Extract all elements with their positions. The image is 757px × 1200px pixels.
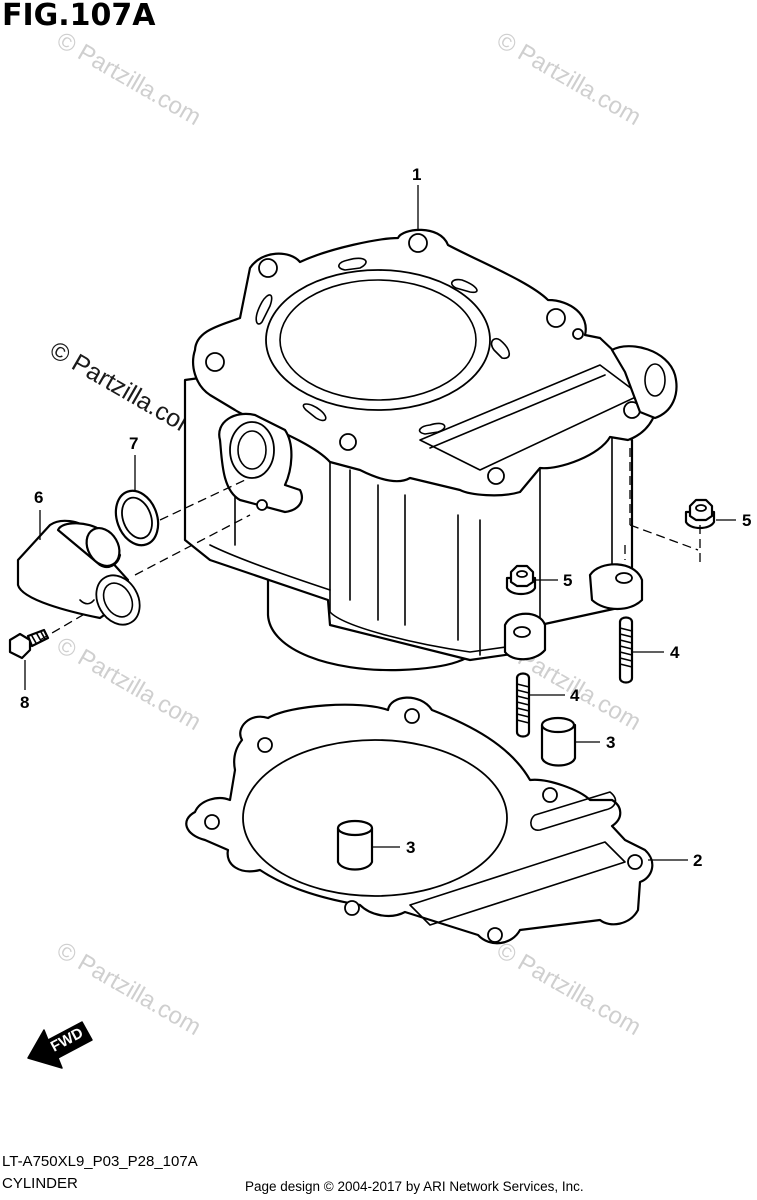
water-inlet-port xyxy=(229,421,275,479)
flange-nut-lower xyxy=(505,564,537,596)
callout-8: 8 xyxy=(20,693,29,712)
watermark-2: © Partzilla.com xyxy=(492,27,646,131)
watermark-1: © Partzilla.com xyxy=(52,27,206,131)
cylinder-base-gasket xyxy=(185,696,654,945)
callout-6: 6 xyxy=(34,488,43,507)
callout-3-upper: 3 xyxy=(606,733,615,752)
figure-subtitle: CYLINDER xyxy=(2,1175,78,1192)
pipe-bolt xyxy=(8,628,50,660)
callout-7: 7 xyxy=(129,434,138,453)
page-credit: Page design © 2004-2017 by ARI Network S… xyxy=(245,1179,584,1194)
fwd-arrow-icon: FWD xyxy=(27,1021,93,1069)
model-code: LT-A750XL9_P03_P28_107A xyxy=(2,1153,198,1170)
water-inlet-pipe xyxy=(16,519,141,626)
rear-outlet-stub xyxy=(610,345,678,420)
base-flange-tab-right xyxy=(588,563,644,611)
stud-left xyxy=(515,672,531,738)
watermark-dark: © Partzilla.com xyxy=(45,336,205,444)
leader-lines xyxy=(24,185,736,861)
callout-group: 1 2 3 3 4 4 5 5 6 7 8 xyxy=(20,165,751,870)
o-ring xyxy=(114,489,160,547)
flange-nut-upper xyxy=(684,498,716,530)
watermark-4: © Partzilla.com xyxy=(52,632,206,736)
cylinder-block xyxy=(183,228,678,672)
dowel-pin-lower xyxy=(336,819,374,871)
callout-2: 2 xyxy=(693,851,702,870)
figure-title: FIG.107A xyxy=(2,0,156,33)
callout-1: 1 xyxy=(412,165,421,184)
watermark-7: © Partzilla.com xyxy=(492,937,646,1041)
callout-5-upper: 5 xyxy=(742,511,751,530)
callout-4-left: 4 xyxy=(570,686,580,705)
callout-4-right: 4 xyxy=(670,643,680,662)
callout-3-lower: 3 xyxy=(406,838,415,857)
cylinder-bore xyxy=(265,269,491,411)
dowel-pin-upper xyxy=(540,716,577,767)
stud-right xyxy=(618,616,634,684)
callout-5-lower: 5 xyxy=(563,571,572,590)
